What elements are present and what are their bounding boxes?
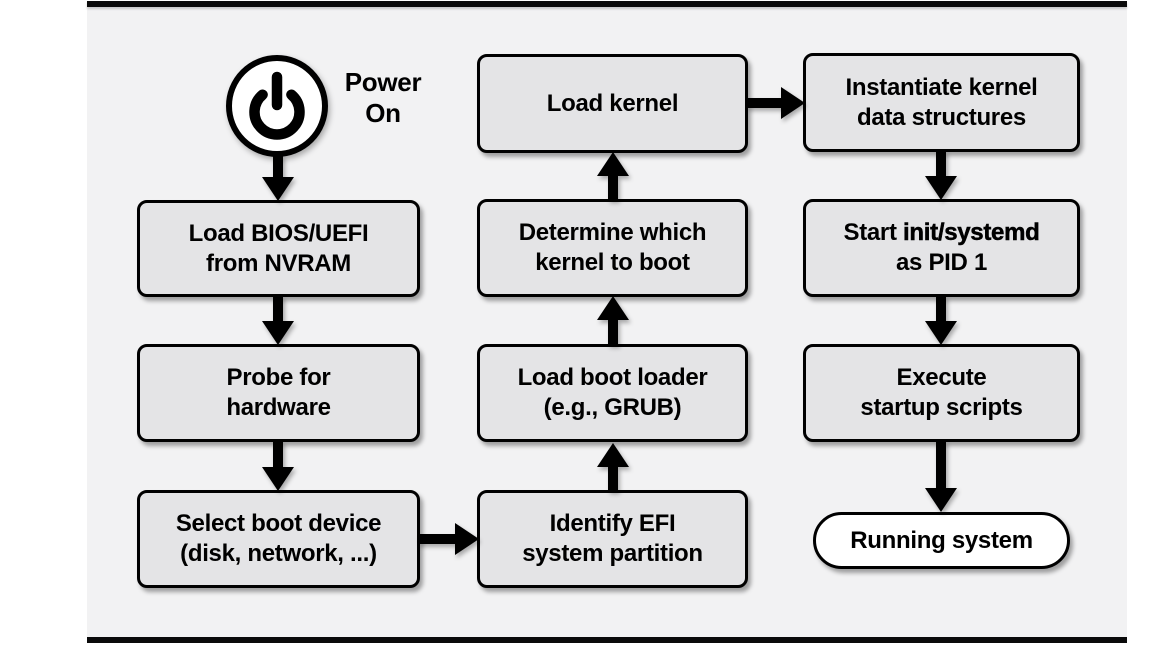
top-rule — [87, 1, 1127, 7]
node-load-kernel-line1: Load kernel — [546, 89, 679, 117]
node-load-kernel: Load kernel — [477, 54, 748, 153]
start-init-pre: Start — [843, 219, 904, 246]
node-load-bios-line1: Load BIOS/UEFI — [188, 219, 369, 247]
node-probe-hardware: Probe for hardware — [137, 344, 420, 442]
node-running-system: Running system — [813, 512, 1070, 569]
arrow-probe-to-select — [262, 441, 294, 491]
node-identify-efi-line2: system partition — [522, 540, 703, 567]
node-instantiate-kernel: Instantiate kernel data structures — [803, 53, 1080, 152]
arrow-determine-to-loadkernel — [597, 152, 629, 200]
node-determine-kernel-line2: kernel to boot — [535, 249, 690, 276]
arrow-instantiate-to-init — [925, 151, 957, 200]
power-on-label: Power On — [333, 67, 433, 129]
node-load-boot-loader-line1: Load boot loader — [517, 364, 708, 391]
node-identify-efi: Identify EFI system partition — [477, 490, 748, 588]
power-on-line2: On — [365, 98, 401, 128]
node-probe-hardware-line1: Probe for — [226, 364, 331, 391]
node-determine-kernel: Determine which kernel to boot — [477, 199, 748, 297]
node-probe-hardware-line2: hardware — [226, 394, 331, 421]
arrow-select-to-identify — [418, 523, 479, 555]
node-identify-efi-line1: Identify EFI — [549, 510, 676, 537]
node-select-boot-device: Select boot device (disk, network, ...) — [137, 490, 420, 588]
node-start-init: Start init/systemd as PID 1 — [803, 199, 1080, 297]
node-determine-kernel-line1: Determine which — [518, 219, 707, 246]
power-icon — [226, 55, 328, 157]
node-start-init-line2: as PID 1 — [896, 249, 987, 276]
arrow-bootloader-to-determine — [597, 296, 629, 345]
node-execute-startup-line1: Execute — [896, 364, 987, 391]
node-select-boot-device-line1: Select boot device — [175, 510, 382, 537]
start-init-emph: init/systemd — [903, 219, 1040, 247]
node-running-system-label: Running system — [850, 526, 1033, 554]
bottom-rule — [87, 637, 1127, 643]
arrow-identify-to-bootloader — [597, 443, 629, 491]
node-execute-startup-line2: startup scripts — [860, 394, 1023, 421]
node-load-bios: Load BIOS/UEFI from NVRAM — [137, 200, 420, 297]
arrow-power-to-bios — [262, 155, 294, 201]
node-start-init-line1: Start init/systemd — [843, 218, 1040, 248]
node-select-boot-device-line2: (disk, network, ...) — [180, 540, 377, 567]
node-instantiate-kernel-line1: Instantiate kernel — [845, 73, 1038, 101]
power-on-line1: Power — [344, 67, 422, 97]
arrow-bios-to-probe — [262, 296, 294, 345]
arrow-init-to-execute — [925, 296, 957, 345]
arrow-execute-to-running — [925, 441, 957, 512]
node-load-bios-line2: from NVRAM — [206, 249, 351, 277]
node-load-boot-loader: Load boot loader (e.g., GRUB) — [477, 344, 748, 442]
node-instantiate-kernel-line2: data structures — [857, 103, 1026, 131]
node-execute-startup: Execute startup scripts — [803, 344, 1080, 442]
arrow-loadkernel-to-instantiate — [747, 87, 805, 119]
node-load-boot-loader-line2: (e.g., GRUB) — [543, 394, 682, 421]
